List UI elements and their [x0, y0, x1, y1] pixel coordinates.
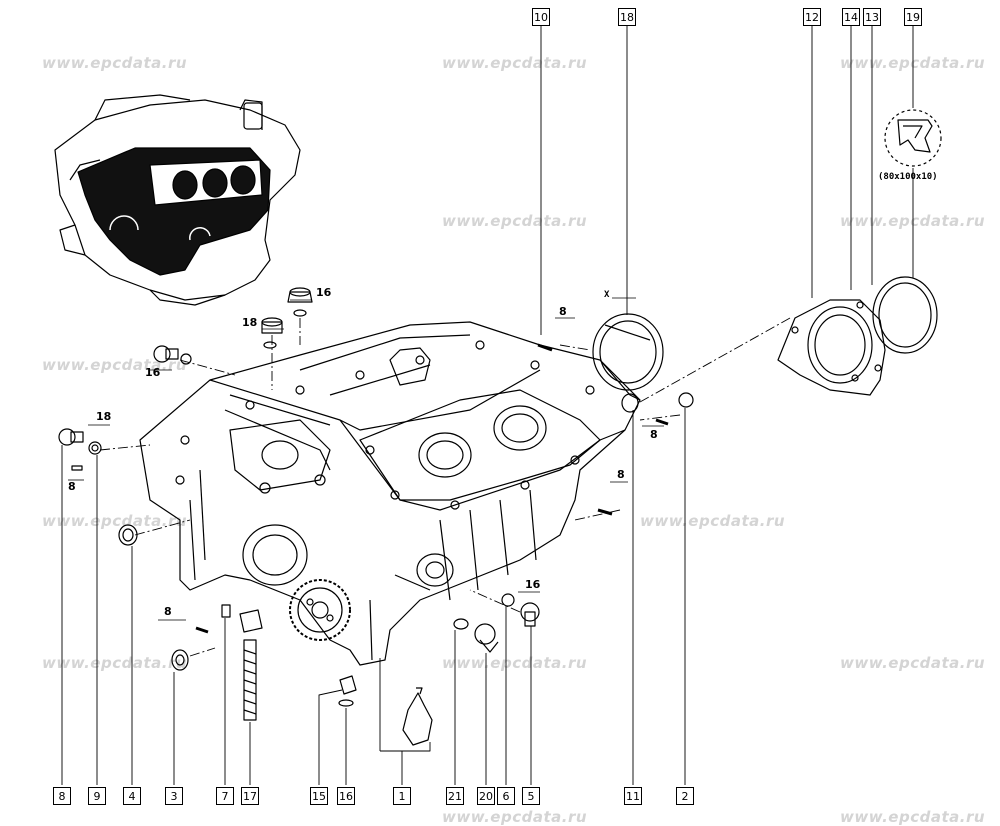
dowel-part [195, 343, 669, 634]
callout-3: 3 [165, 787, 183, 805]
watermark: www.epcdata.ru [640, 512, 786, 530]
stud-part [221, 604, 263, 721]
inline-label-8: 8 [617, 468, 625, 481]
seal-section-icon [884, 109, 942, 167]
callout-14: 14 [842, 8, 860, 26]
watermark: www.epcdata.ru [42, 54, 188, 72]
rear-seal-housing [777, 299, 886, 396]
plug-part [453, 593, 540, 653]
callout-9: 9 [88, 787, 106, 805]
watermark: www.epcdata.ru [42, 356, 188, 374]
plug-part [58, 428, 102, 471]
inline-label-16: 16 [525, 578, 541, 591]
callout-11: 11 [624, 787, 642, 805]
seal-dimension-label: (80x100x10) [878, 172, 938, 182]
watermark: www.epcdata.ru [442, 654, 588, 672]
clearance-label: X [604, 290, 610, 300]
inline-label-18: 18 [96, 410, 112, 423]
callout-6: 6 [497, 787, 515, 805]
inline-label-16: 16 [316, 286, 332, 299]
cylinder-block [139, 321, 641, 666]
callout-17: 17 [241, 787, 259, 805]
sealant-tube [402, 687, 433, 746]
nut-part [338, 675, 357, 707]
inline-label-18: 18 [242, 316, 258, 329]
gasket-ring [592, 313, 664, 391]
lip-seal [872, 276, 938, 354]
callout-20: 20 [477, 787, 495, 805]
plug-part [153, 345, 192, 365]
bushing-part [118, 392, 694, 671]
watermark: www.epcdata.ru [840, 54, 986, 72]
callout-4: 4 [123, 787, 141, 805]
inline-label-8: 8 [68, 480, 76, 493]
callout-2: 2 [676, 787, 694, 805]
callout-10: 10 [532, 8, 550, 26]
callout-1: 1 [393, 787, 411, 805]
callout-19: 19 [904, 8, 922, 26]
callout-13: 13 [863, 8, 881, 26]
watermark: www.epcdata.ru [442, 212, 588, 230]
inline-label-8: 8 [164, 605, 172, 618]
watermark: www.epcdata.ru [840, 654, 986, 672]
watermark: www.epcdata.ru [42, 654, 188, 672]
callout-5: 5 [522, 787, 540, 805]
callout-18: 18 [618, 8, 636, 26]
timing-gear [289, 579, 351, 641]
callout-8: 8 [53, 787, 71, 805]
callout-16: 16 [337, 787, 355, 805]
watermark: www.epcdata.ru [442, 54, 588, 72]
plug-part [261, 287, 313, 349]
inline-label-16: 16 [145, 366, 161, 379]
callout-15: 15 [310, 787, 328, 805]
callout-21: 21 [446, 787, 464, 805]
inline-label-8: 8 [559, 305, 567, 318]
watermark: www.epcdata.ru [42, 512, 188, 530]
watermark: www.epcdata.ru [840, 212, 986, 230]
callout-7: 7 [216, 787, 234, 805]
callout-12: 12 [803, 8, 821, 26]
engine-inset-illustration [54, 94, 301, 306]
inline-label-8: 8 [650, 428, 658, 441]
